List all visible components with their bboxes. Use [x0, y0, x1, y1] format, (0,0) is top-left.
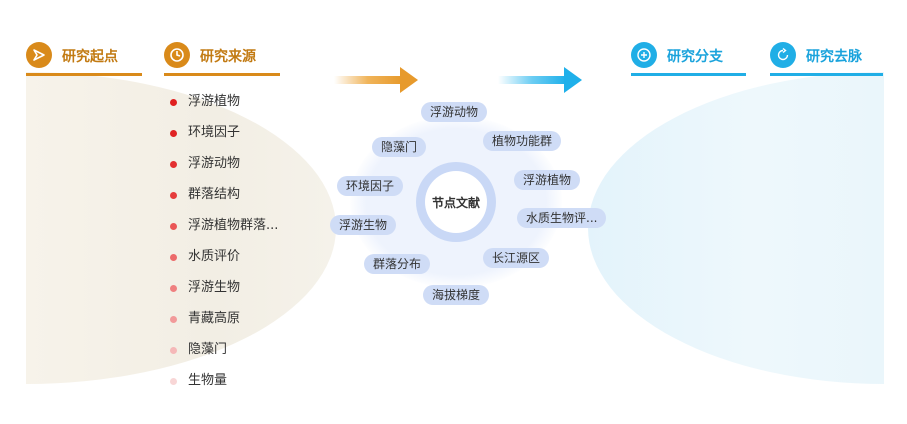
header-research-branch: 研究分支	[631, 42, 746, 76]
branch-background-shape	[588, 72, 884, 384]
bullet-dot-icon	[170, 378, 177, 385]
network-node[interactable]: 植物功能群	[483, 131, 562, 151]
center-node[interactable]: 节点文献	[425, 171, 487, 233]
header-research-trend: 研究去脉	[770, 42, 883, 76]
source-keyword-item[interactable]: 隐藻门	[170, 338, 278, 369]
header-title: 研究起点	[62, 49, 118, 65]
bullet-dot-icon	[170, 161, 177, 168]
source-keyword-label: 浮游植物群落...	[188, 218, 279, 233]
source-keyword-label: 浮游生物	[188, 280, 241, 295]
source-keyword-list: 浮游植物环境因子浮游动物群落结构浮游植物群落... 水质评价浮游生物青藏高原隐藻门…	[170, 90, 278, 400]
source-keyword-item[interactable]: 群落结构	[170, 183, 278, 214]
bullet-dot-icon	[170, 316, 177, 323]
network-node[interactable]: 环境因子	[337, 176, 404, 196]
source-keyword-item[interactable]: 生物量	[170, 369, 278, 400]
refresh-icon	[770, 42, 796, 68]
header-title: 研究去脉	[806, 49, 862, 65]
header-research-start: 研究起点	[26, 42, 142, 76]
header-research-source: 研究来源	[164, 42, 280, 76]
bullet-dot-icon	[170, 254, 177, 261]
network-node[interactable]: 隐藻门	[372, 137, 427, 157]
source-keyword-item[interactable]: 青藏高原	[170, 307, 278, 338]
network-node[interactable]: 浮游动物	[421, 102, 488, 122]
bullet-dot-icon	[170, 99, 177, 106]
header-title: 研究分支	[667, 49, 723, 65]
source-keyword-item[interactable]: 水质评价	[170, 245, 278, 276]
source-keyword-item[interactable]: 浮游动物	[170, 152, 278, 183]
source-keyword-item[interactable]: 环境因子	[170, 121, 278, 152]
bullet-dot-icon	[170, 285, 177, 292]
source-keyword-label: 青藏高原	[188, 311, 241, 326]
clock-icon	[164, 42, 190, 68]
header-underline	[770, 73, 883, 76]
header-underline	[164, 73, 280, 76]
network-node[interactable]: 浮游生物	[330, 215, 397, 235]
source-keyword-label: 浮游植物	[188, 94, 241, 109]
network-node[interactable]: 长江源区	[483, 248, 550, 268]
arrow-right-blue-icon	[498, 67, 582, 93]
source-keyword-item[interactable]: 浮游生物	[170, 276, 278, 307]
bullet-dot-icon	[170, 192, 177, 199]
plus-circle-icon	[631, 42, 657, 68]
play-triangle-icon	[26, 42, 52, 68]
source-keyword-item[interactable]: 浮游植物	[170, 90, 278, 121]
source-keyword-label: 隐藻门	[188, 342, 228, 357]
source-keyword-label: 水质评价	[188, 249, 241, 264]
header-underline	[631, 73, 746, 76]
source-keyword-label: 生物量	[188, 373, 228, 388]
bullet-dot-icon	[170, 223, 177, 230]
bullet-dot-icon	[170, 130, 177, 137]
source-keyword-label: 环境因子	[188, 125, 241, 140]
header-title: 研究来源	[200, 49, 256, 65]
source-keyword-label: 群落结构	[188, 187, 241, 202]
arrow-right-orange-icon	[334, 67, 418, 93]
network-node[interactable]: 水质生物评...	[517, 208, 607, 228]
source-keyword-item[interactable]: 浮游植物群落...	[170, 214, 278, 245]
network-node[interactable]: 浮游植物	[514, 170, 581, 190]
network-node[interactable]: 群落分布	[364, 254, 431, 274]
network-node[interactable]: 海拔梯度	[423, 285, 490, 305]
header-underline	[26, 73, 142, 76]
source-keyword-label: 浮游动物	[188, 156, 241, 171]
bullet-dot-icon	[170, 347, 177, 354]
